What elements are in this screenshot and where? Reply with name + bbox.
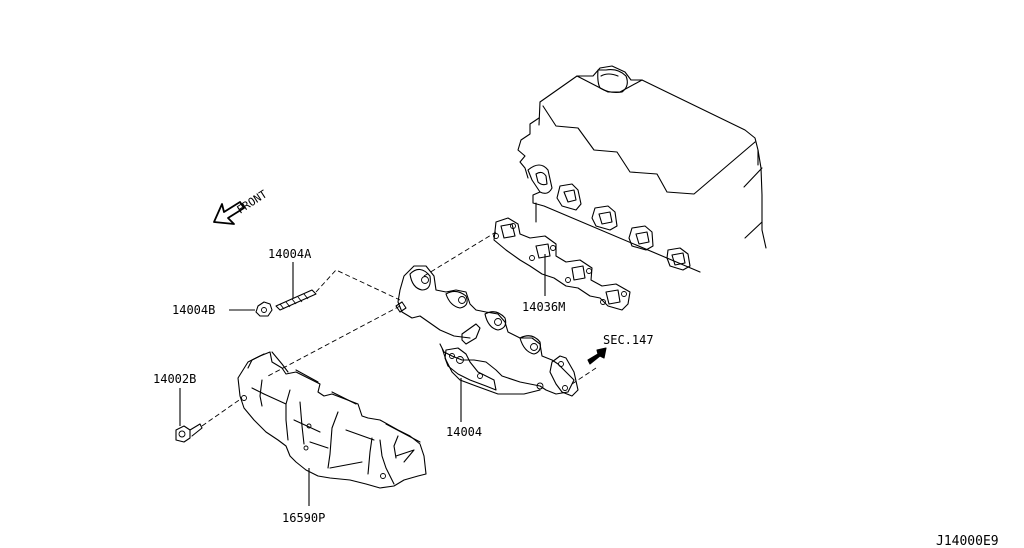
part-label-14002B[interactable]: 14002B — [153, 372, 196, 386]
part-label-14004[interactable]: 14004 — [446, 425, 482, 439]
alignment-lines — [201, 231, 597, 427]
section-arrow-icon — [587, 347, 607, 365]
section-reference[interactable]: SEC.147 — [603, 333, 654, 347]
front-direction-arrow-icon — [213, 201, 245, 225]
part-label-14004B[interactable]: 14004B — [172, 303, 215, 317]
engine-cylinder-head — [517, 65, 767, 273]
exhaust-manifold-gasket — [493, 217, 631, 311]
part-label-14004A[interactable]: 14004A — [268, 247, 312, 261]
exhaust-manifold — [395, 265, 579, 397]
bolt-14002B — [175, 423, 203, 443]
heat-insulator — [237, 351, 427, 489]
diagram-code: J14000E9 — [936, 534, 999, 548]
part-label-16590P[interactable]: 16590P — [282, 511, 325, 525]
front-label: FRONT — [235, 187, 270, 216]
part-label-14036M[interactable]: 14036M — [522, 300, 565, 314]
nut-14004B — [255, 301, 273, 317]
stud-14004A — [275, 289, 317, 311]
